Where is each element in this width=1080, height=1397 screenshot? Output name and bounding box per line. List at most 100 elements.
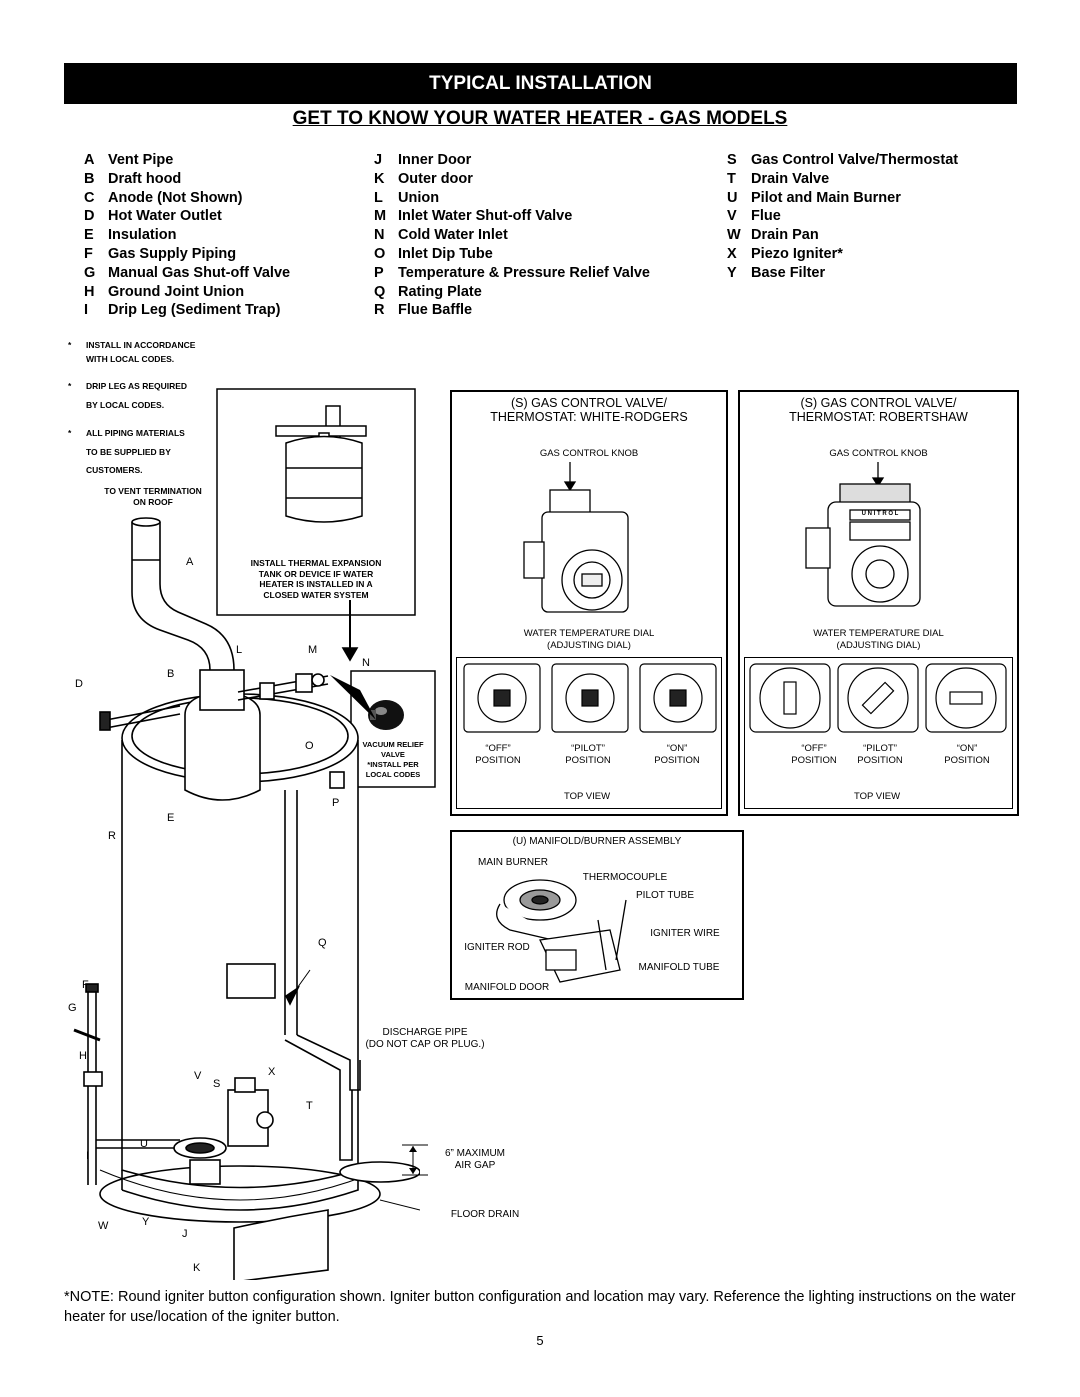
air-gap-marker [402,1144,428,1176]
footnote-line: CUSTOMERS. [86,465,143,475]
legend-key: L [374,189,383,206]
wr-knob-positions [463,663,717,733]
thermal-note-line: TANK OR DEVICE IF WATER [258,568,374,579]
vent-termination-note: TO VENT TERMINATION ON ROOF [88,486,218,507]
legend-key: H [84,283,95,300]
manifold-door-label: MANIFOLD DOOR [464,982,550,993]
expansion-tank-icon [275,405,367,523]
footnote-piping: *ALL PIPING MATERIALS TO BE SUPPLIED BY … [68,424,185,480]
legend-label: Gas Control Valve/Thermostat [751,152,959,168]
legend-key: Y [727,264,737,281]
main-burner-label: MAIN BURNER [478,857,549,868]
discharge-pipe-label: DISCHARGE PIPE (DO NOT CAP OR PLUG.) [340,1027,510,1051]
outer-door [233,1209,329,1280]
panel-title-line: (S) GAS CONTROL VALVE/ [800,396,957,410]
position-name: “OFF” [801,743,827,754]
legend-key: S [727,152,737,168]
robertshaw-valve-icon [805,462,921,607]
panel-title-line: (S) GAS CONTROL VALVE/ [510,396,668,410]
footnote-line: INSTALL IN ACCORDANCE [86,340,196,350]
legend-label: Ground Joint Union [108,283,245,300]
legend-item: Y Base Filter [727,265,958,284]
callout-d: D [75,678,83,690]
footnote-star: * [68,340,72,350]
wr-pilot-knob [551,663,629,733]
legend-key: G [84,264,96,281]
hot-water-outlet [99,705,181,731]
position-word: POSITION [857,755,903,766]
dial-line: (ADJUSTING DIAL) [836,640,921,651]
discharge-line: DISCHARGE PIPE [382,1027,468,1038]
discharge-line: (DO NOT CAP OR PLUG.) [365,1039,485,1050]
wr-off-knob [463,663,541,733]
footnote-line: BY LOCAL CODES. [86,399,165,410]
drain-pan [99,1169,381,1201]
callout-v: V [194,1070,202,1082]
floor-drain [339,1161,420,1183]
rs-pilot-position: “PILOT”POSITION [850,743,910,767]
legend-key: P [374,264,384,281]
expansion-tank-box [216,388,416,616]
legend-key: B [84,170,95,187]
legend-key: K [374,170,385,187]
pilot-tube-label: PILOT TUBE [636,890,694,901]
rs-knob-label: GAS CONTROL KNOB [829,448,928,459]
callout-a: A [186,556,194,568]
footnote-star: * [68,381,72,391]
callout-u: U [140,1138,148,1150]
rs-on-position: “ON”POSITION [937,743,997,767]
legend-key: M [374,208,387,225]
legend-label: Drain Valve [751,170,830,187]
legend-key: V [727,208,737,225]
legend-label: Draft hood [108,170,182,187]
wr-top-view-label: TOP VIEW [552,791,622,803]
legend-item: B Draft hood [84,171,290,190]
callout-n: N [362,657,370,669]
rs-off-knob [749,663,831,733]
legend-key: J [374,152,383,168]
position-name: “ON” [666,743,688,754]
thermal-note-line: CLOSED WATER SYSTEM [263,589,369,600]
legend-label: Flue Baffle [398,302,473,319]
legend-label: Cold Water Inlet [398,227,508,244]
legend-label: Pilot and Main Burner [751,189,901,206]
wr-off-position: “OFF”POSITION [468,743,528,767]
cold-water-inlet [237,673,329,701]
callout-k: K [193,1262,201,1274]
dial-line: (ADJUSTING DIAL) [547,640,631,651]
dial-line: WATER TEMPERATURE DIAL [813,628,944,639]
section-banner: TYPICAL INSTALLATION [64,63,1017,104]
callout-j: J [182,1228,188,1240]
legend-key: E [84,227,94,244]
legend-label: Vent Pipe [108,152,174,168]
legend-label: Anode (Not Shown) [108,189,243,206]
legend-label: Base Filter [751,264,826,281]
manifold-burner-icon [496,879,627,983]
footnote-line: TO BE SUPPLIED BY [86,446,171,457]
legend-key: F [84,245,93,262]
wr-knob-label: GAS CONTROL KNOB [539,448,639,459]
position-name: “OFF” [485,743,511,754]
legend-key: R [374,302,385,319]
draft-hood [184,669,261,801]
legend-label: Hot Water Outlet [108,208,222,225]
legend-label: Inlet Dip Tube [398,245,493,262]
legend-key: I [84,302,89,319]
legend-key: A [84,152,95,168]
callout-s: S [213,1078,221,1090]
legend-label: Gas Supply Piping [108,245,237,262]
callout-h: H [79,1050,87,1062]
discharge-pipe [284,771,361,1161]
vacuum-relief-note: VACUUM RELIEF VALVE *INSTALL PER LOCAL C… [352,740,434,780]
